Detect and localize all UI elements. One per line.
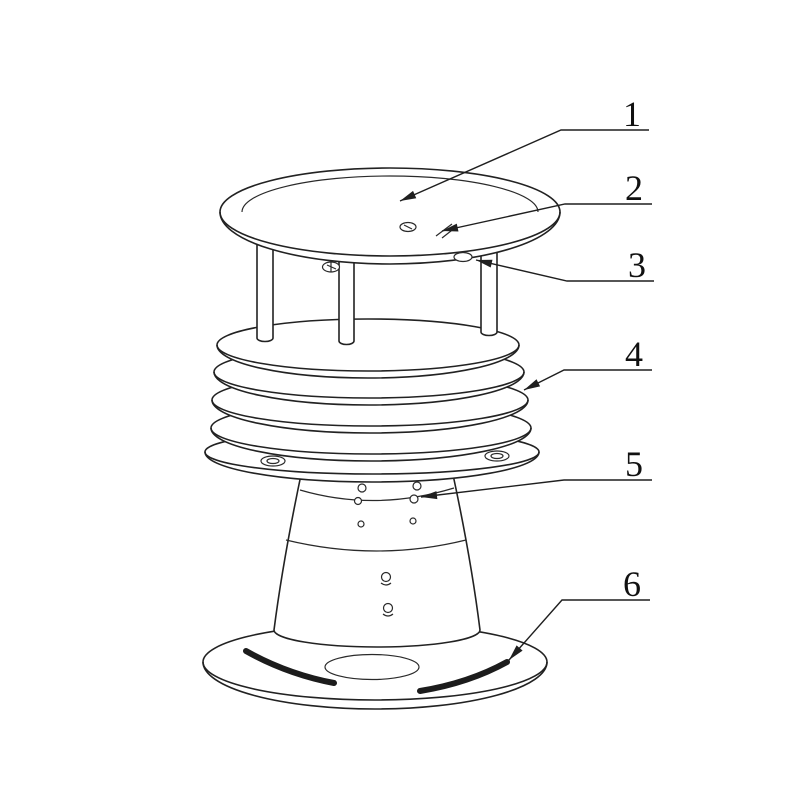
- cone-hole: [357, 483, 367, 493]
- callout-5-label: 5: [625, 444, 643, 484]
- cap-screw-left-slot: [326, 262, 337, 272]
- callout-3-label: 3: [628, 245, 646, 285]
- callout-2: 2: [441, 168, 652, 232]
- callout-2-label: 2: [625, 168, 643, 208]
- base-plate-details: [243, 648, 510, 694]
- callouts: 1 2 3 4 5 6: [399, 94, 654, 661]
- cone-hole-shadow: [382, 613, 394, 617]
- callout-3-leader: [475, 259, 654, 282]
- base-slot-left: [243, 648, 337, 686]
- callout-5-leader: [420, 479, 652, 500]
- cone-hole: [353, 496, 363, 506]
- cone-seam-line: [285, 539, 467, 552]
- cone-body: [273, 469, 481, 648]
- callout-6-label: 6: [623, 564, 641, 604]
- callout-1: 1: [399, 94, 649, 202]
- shield-bottom-plate-holes: [260, 450, 510, 467]
- callout-6-leader: [508, 599, 650, 661]
- callout-1-leader: [399, 129, 649, 202]
- callout-6: 6: [508, 564, 650, 661]
- cone-hole: [412, 481, 422, 491]
- cone-hole-shadow: [380, 582, 392, 586]
- cone-outline: [273, 469, 481, 648]
- post-right: [480, 244, 498, 337]
- callout-4: 4: [523, 334, 652, 391]
- louver-plate-1-front-edge: [216, 344, 520, 372]
- callout-4-leader: [523, 369, 652, 391]
- top-cap: [219, 167, 561, 273]
- callout-5: 5: [420, 444, 652, 500]
- louver-plate-2-front-edge: [213, 371, 525, 399]
- base-center-hole: [324, 653, 420, 681]
- cone-hole: [380, 571, 392, 583]
- cone-vent-holes: [353, 481, 422, 617]
- cone-hole-callout-target: [409, 494, 419, 504]
- louver-plate-3-front-edge: [211, 399, 529, 427]
- post-left: [256, 240, 274, 343]
- callout-2-leader: [441, 203, 652, 232]
- cap-screw-center-slot: [403, 224, 413, 230]
- callout-4-label: 4: [625, 334, 643, 374]
- louver-shield-stack: [204, 318, 540, 483]
- base-plate-front-edge: [202, 661, 548, 701]
- cone-hole: [357, 520, 365, 528]
- shield-plate-hole-left-inner: [266, 457, 280, 465]
- shield-plate-hole-right-inner: [490, 452, 504, 460]
- post-middle: [338, 258, 355, 346]
- louver-plate-4-front-edge: [210, 427, 532, 455]
- callout-1-label: 1: [623, 94, 641, 134]
- cone-hole: [409, 517, 417, 525]
- cap-mount-hole: [453, 251, 473, 263]
- cap-inner-rim: [241, 175, 539, 213]
- callout-3: 3: [475, 245, 654, 285]
- cap-front-edge: [219, 211, 561, 257]
- shield-bottom-plate-front-edge: [204, 451, 540, 475]
- base-slot-right: [417, 659, 510, 694]
- cone-hole: [382, 602, 394, 614]
